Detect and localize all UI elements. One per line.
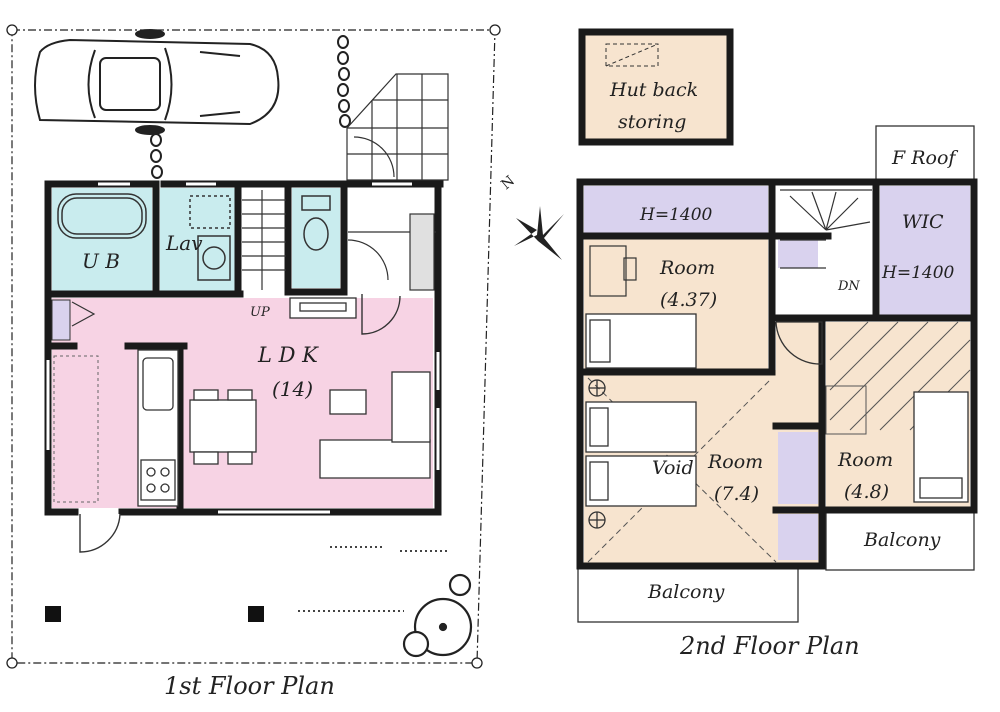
balcony-right-label: Balcony [863, 529, 941, 551]
genkan [347, 213, 436, 291]
balcony-bottom [577, 567, 799, 623]
toilet-floor [292, 188, 340, 288]
balcony-bottom-label: Balcony [647, 581, 725, 603]
room-door [775, 321, 823, 365]
storage-floor [584, 186, 768, 236]
wic-label: WIC [902, 211, 944, 233]
sofa [319, 371, 431, 479]
desk-icon [589, 245, 637, 297]
bed-icon [585, 313, 969, 507]
wic-floor [880, 186, 970, 316]
windows-1f [46, 182, 440, 514]
stairs-1f [242, 190, 286, 290]
storage-height-label: H=1400 [639, 205, 713, 225]
wic-height-label: H=1400 [881, 263, 955, 283]
washbasin-icon [189, 195, 231, 281]
floor1-caption: 1st Floor Plan [164, 672, 335, 700]
room-size-c: (4.8) [844, 481, 889, 503]
ub-floor [52, 188, 152, 294]
stepping-stones [150, 35, 351, 179]
toilet-icon [301, 195, 331, 251]
entrance-door [79, 513, 121, 553]
room-label-ub: U B [82, 249, 120, 273]
hut-back-storing [578, 28, 734, 146]
room-label-c: Room [837, 449, 893, 471]
room-label-ldk: L D K [257, 343, 319, 367]
room-label-a: Room [659, 257, 715, 279]
room-size-b: (7.4) [714, 483, 759, 505]
dn-label: DN [837, 279, 860, 294]
room-size-a: (4.37) [660, 289, 717, 311]
balcony-right [825, 511, 975, 571]
fan-icon [588, 379, 606, 529]
room-label-b: Room [707, 451, 763, 473]
outdoor-unit [45, 606, 61, 622]
ldk-door [361, 294, 401, 335]
floor2-caption: 2nd Floor Plan [680, 632, 860, 660]
tree-icon [402, 573, 473, 658]
kitchen-counter [137, 349, 179, 507]
outdoor-unit [248, 606, 264, 622]
f-roof [875, 125, 975, 183]
tv-console [289, 297, 357, 319]
stairs-2f [780, 189, 872, 269]
svg-text:N: N [498, 173, 518, 193]
up-label: UP [250, 305, 270, 320]
counter-left [53, 355, 99, 503]
void-label: Void [652, 457, 694, 479]
car-icon [34, 29, 280, 135]
f-roof-label: F Roof [891, 147, 958, 169]
room-size-ldk: (14) [272, 377, 313, 401]
room-label-lav: Lav [165, 231, 203, 255]
dining-table [189, 389, 257, 465]
storing-label: storing [618, 111, 686, 133]
hut-back-label: Hut back [609, 79, 698, 101]
hatch-area [825, 321, 971, 435]
shrub-icon [298, 546, 448, 612]
entry-porch [346, 73, 449, 181]
bathtub-icon [57, 193, 147, 239]
compass-icon: N [498, 173, 564, 260]
